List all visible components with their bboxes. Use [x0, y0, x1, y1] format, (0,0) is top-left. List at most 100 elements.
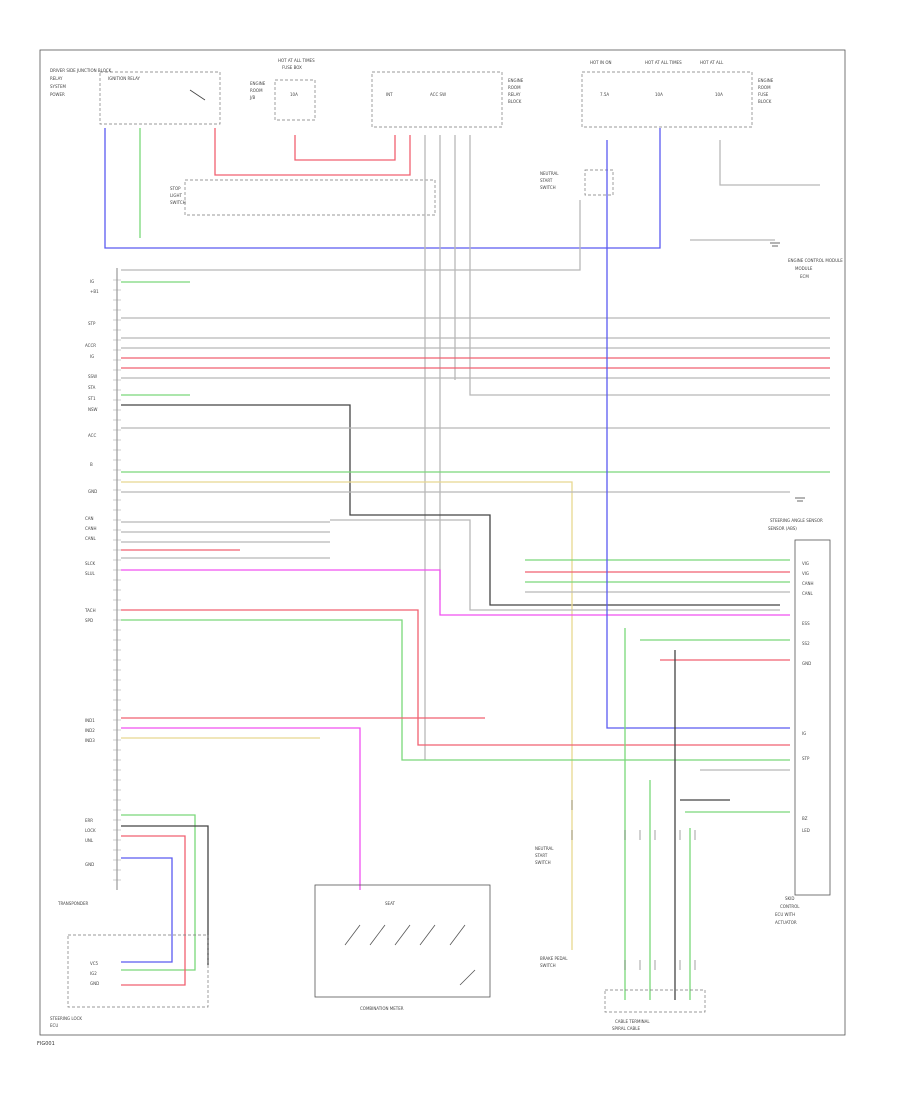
svg-text:BLOCK: BLOCK — [508, 99, 522, 104]
svg-text:ACC SW: ACC SW — [430, 92, 446, 97]
svg-text:ENGINE: ENGINE — [250, 81, 266, 86]
svg-text:POWER: POWER — [50, 92, 65, 97]
svg-text:SYSTEM: SYSTEM — [50, 84, 66, 89]
svg-text:SWITCH: SWITCH — [540, 185, 556, 190]
svg-text:7.5A: 7.5A — [600, 92, 609, 97]
svg-text:ERR: ERR — [85, 818, 93, 823]
svg-text:NEUTRAL: NEUTRAL — [540, 171, 559, 176]
svg-text:CANH: CANH — [802, 581, 814, 586]
svg-text:UNL: UNL — [85, 838, 94, 843]
svg-text:STP: STP — [802, 756, 810, 761]
wire-h-1 — [121, 200, 581, 271]
wire-red-top — [214, 128, 411, 176]
svg-text:ROOM: ROOM — [508, 85, 521, 90]
svg-text:SLUL: SLUL — [85, 571, 95, 576]
svg-text:IG: IG — [802, 731, 806, 736]
svg-text:LIGHT: LIGHT — [170, 193, 183, 198]
svg-text:SWITCH: SWITCH — [170, 200, 186, 205]
svg-text:INT: INT — [386, 92, 393, 97]
label-top-left: DRIVER SIDE JUNCTION BLOCK — [50, 68, 112, 73]
svg-text:VIG: VIG — [802, 561, 809, 566]
steering-angle-sensor-box: STEERING ANGLE SENSOR SENSOR (ABS) VIG V… — [768, 518, 831, 896]
svg-text:10A: 10A — [655, 92, 663, 97]
svg-text:SSW: SSW — [88, 374, 97, 379]
svg-text:START: START — [535, 853, 548, 858]
svg-text:ECU WITH: ECU WITH — [775, 912, 795, 917]
svg-text:GND: GND — [85, 862, 94, 867]
svg-text:IGNITION RELAY: IGNITION RELAY — [108, 76, 141, 81]
svg-text:STEERING LOCK: STEERING LOCK — [50, 1016, 82, 1021]
top-left-junction-block: DRIVER SIDE JUNCTION BLOCK RELAY SYSTEM … — [50, 68, 221, 125]
svg-text:TRANSPONDER: TRANSPONDER — [57, 901, 88, 906]
svg-text:GND: GND — [88, 489, 97, 494]
svg-text:CANH: CANH — [85, 526, 97, 531]
svg-text:IND2: IND2 — [85, 728, 95, 733]
svg-text:MODULE: MODULE — [795, 266, 813, 271]
svg-text:CANL: CANL — [85, 536, 97, 541]
svg-text:LOCK: LOCK — [85, 828, 96, 833]
svg-text:STOP: STOP — [170, 186, 181, 191]
svg-text:ENGINE: ENGINE — [508, 78, 524, 83]
svg-text:FUSE BOX: FUSE BOX — [282, 65, 302, 70]
svg-text:STP: STP — [88, 321, 96, 326]
svg-text:B: B — [90, 462, 93, 467]
top-right-module: HOT IN ON HOT AT ALL TIMES HOT AT ALL 7.… — [581, 60, 774, 128]
top-mid-fuse: HOT AT ALL TIMES FUSE BOX ENGINE ROOM J/… — [249, 58, 316, 121]
svg-text:SENSOR (ABS): SENSOR (ABS) — [768, 526, 797, 531]
combination-meter-switch: COMBINATION METER SEAT — [314, 884, 491, 1011]
svg-text:SEAT: SEAT — [385, 901, 395, 906]
svg-text:CONTROL: CONTROL — [780, 904, 800, 909]
ecu-connector-strip: IG +B1 STP ACCR IG SSW STA ST1 NSW ACC B… — [84, 268, 121, 890]
svg-text:10A: 10A — [715, 92, 723, 97]
svg-text:STEERING ANGLE SENSOR: STEERING ANGLE SENSOR — [770, 518, 823, 523]
top-center-module: ENGINE ROOM RELAY BLOCK INT ACC SW — [371, 71, 524, 128]
svg-text:ENGINE CONTROL MODULE: ENGINE CONTROL MODULE — [788, 258, 843, 263]
svg-text:ACCR: ACCR — [85, 343, 96, 348]
steering-lock: STEERING LOCK ECU TRANSPONDER VC5 IG2 GN… — [50, 901, 209, 1028]
svg-text:ECM: ECM — [800, 274, 809, 279]
svg-text:ACTUATOR: ACTUATOR — [775, 920, 797, 925]
svg-text:SWITCH: SWITCH — [535, 860, 551, 865]
svg-text:GND: GND — [90, 981, 99, 986]
svg-text:IG: IG — [90, 354, 94, 359]
svg-text:VC5: VC5 — [90, 961, 99, 966]
footer-code: FIG001 — [37, 1041, 55, 1047]
svg-text:TACH: TACH — [84, 608, 96, 613]
svg-text:HOT IN ON: HOT IN ON — [590, 60, 611, 65]
svg-text:CABLE TERMINAL: CABLE TERMINAL — [615, 1019, 650, 1024]
svg-text:VIG: VIG — [802, 571, 809, 576]
svg-text:RELAY: RELAY — [50, 76, 63, 81]
cable-terminal: CABLE TERMINAL SPIRAL CABLE BRAKE PEDAL … — [535, 846, 706, 1031]
brake-switch: STOP LIGHT SWITCH — [170, 179, 436, 216]
svg-text:COMBINATION METER: COMBINATION METER — [360, 1006, 404, 1011]
svg-text:SLCK: SLCK — [85, 561, 96, 566]
svg-text:IND3: IND3 — [85, 738, 95, 743]
svg-text:SPD: SPD — [85, 618, 93, 623]
sensor-right: NEUTRAL START SWITCH — [540, 169, 614, 196]
svg-text:SPIRAL CABLE: SPIRAL CABLE — [612, 1026, 640, 1031]
svg-text:SS2: SS2 — [802, 641, 810, 646]
svg-text:CAN: CAN — [85, 516, 94, 521]
wire-red-top-2 — [294, 135, 396, 161]
svg-text:J/B: J/B — [249, 95, 256, 100]
svg-text:RELAY: RELAY — [508, 92, 521, 97]
svg-text:BLOCK: BLOCK — [758, 99, 772, 104]
svg-text:GND: GND — [802, 661, 811, 666]
svg-text:NSW: NSW — [88, 407, 98, 412]
svg-text:ECU: ECU — [50, 1023, 58, 1028]
diagram-frame — [39, 49, 846, 1036]
svg-text:IG: IG — [90, 279, 94, 284]
svg-text:HOT AT ALL: HOT AT ALL — [700, 60, 724, 65]
svg-text:ROOM: ROOM — [250, 88, 263, 93]
svg-text:IG2: IG2 — [90, 971, 97, 976]
wire-blue-left — [104, 128, 661, 249]
svg-text:HOT AT ALL TIMES: HOT AT ALL TIMES — [278, 58, 315, 63]
wire-magenta — [121, 569, 790, 616]
svg-text:BZ: BZ — [802, 816, 808, 821]
svg-text:STA: STA — [88, 385, 96, 390]
svg-text:+B1: +B1 — [90, 289, 99, 294]
svg-text:START: START — [540, 178, 553, 183]
svg-text:CANL: CANL — [802, 591, 814, 596]
svg-text:LED: LED — [802, 828, 810, 833]
